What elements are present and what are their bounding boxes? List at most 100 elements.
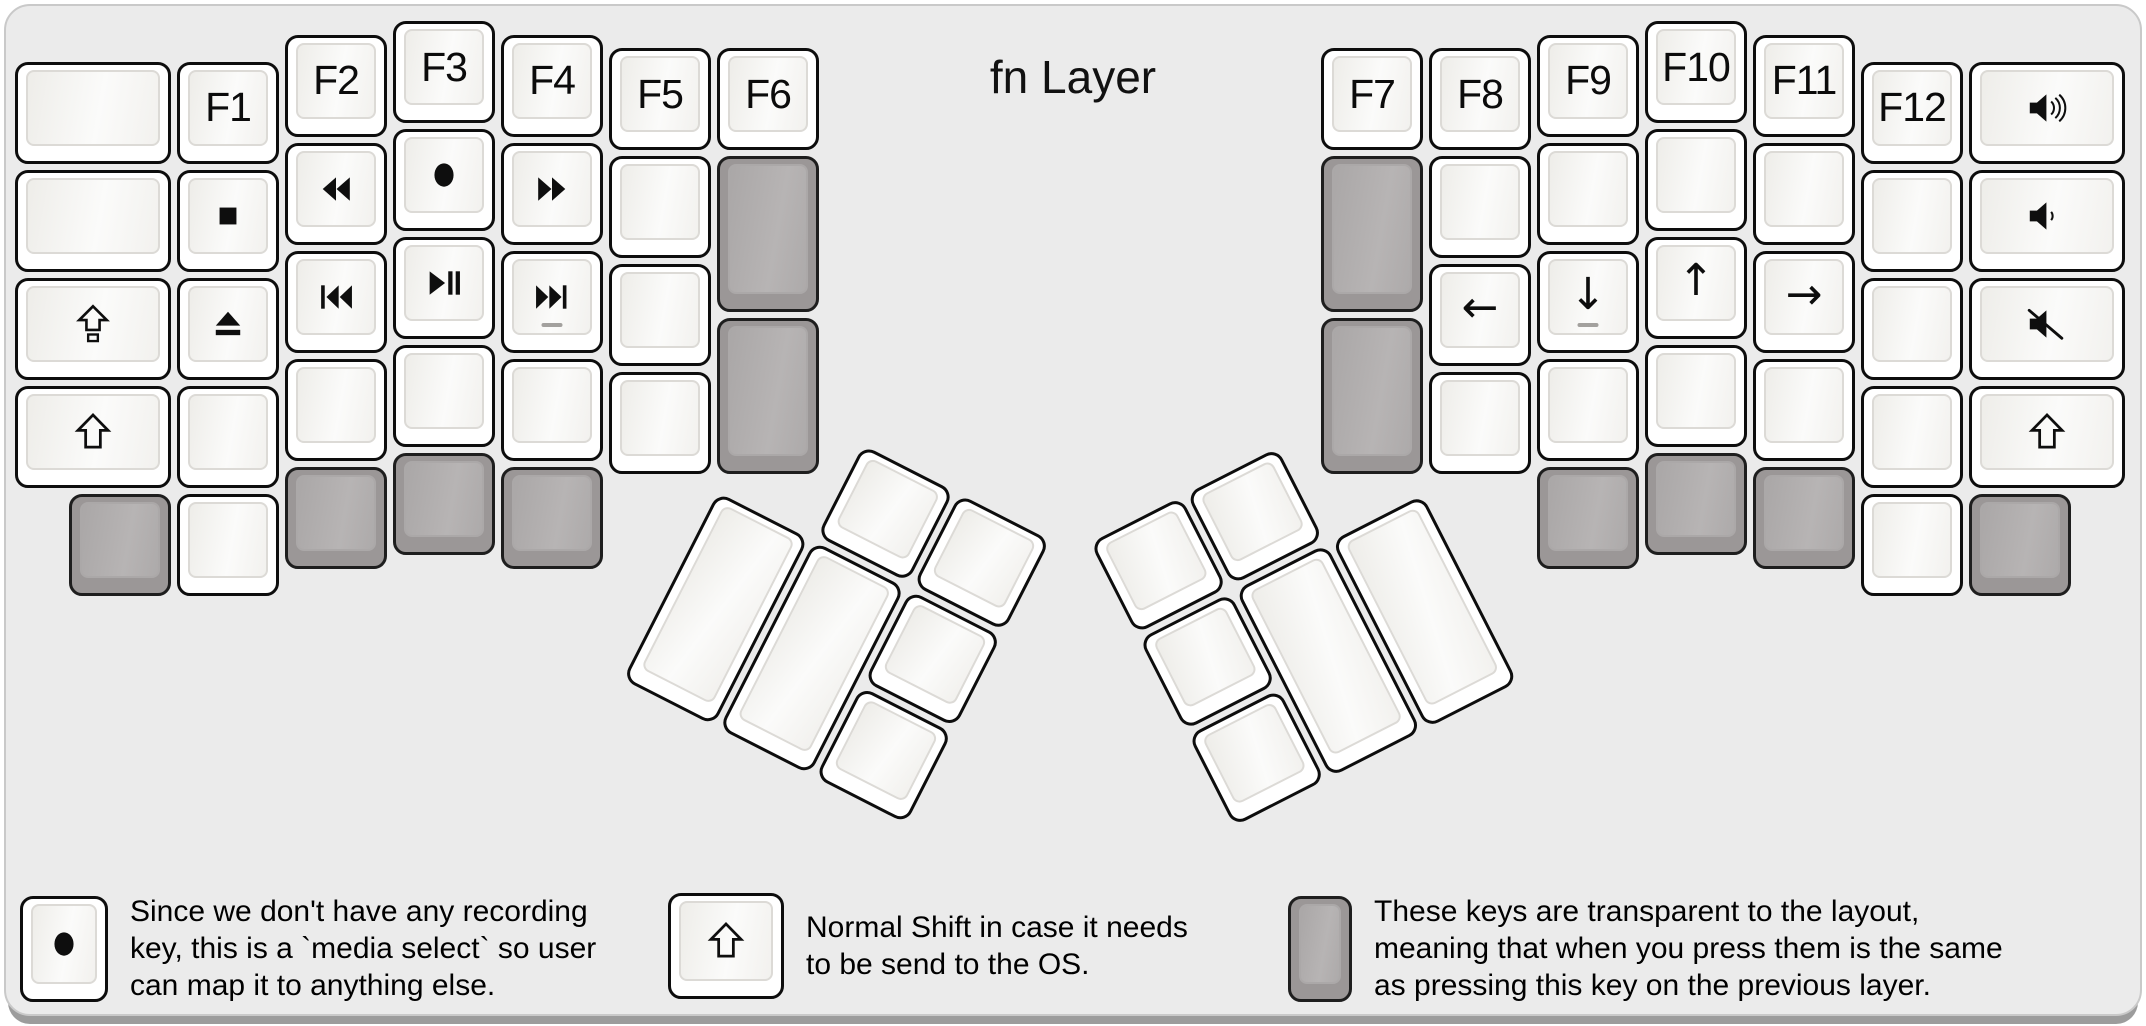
key-label: F3 bbox=[421, 43, 468, 90]
keycap bbox=[1332, 164, 1412, 294]
legend-key-transparent bbox=[1288, 895, 1352, 1002]
key-blank bbox=[1429, 372, 1531, 474]
keycap: F2 bbox=[296, 42, 376, 119]
key-transparent bbox=[1321, 318, 1423, 474]
key-f5: F5 bbox=[609, 48, 711, 150]
key-blank bbox=[1861, 277, 1963, 380]
arrow-down-icon: ↓ bbox=[1569, 268, 1607, 320]
key-label: F1 bbox=[205, 84, 252, 130]
key-blank bbox=[1861, 385, 1963, 488]
key-transparent bbox=[717, 156, 819, 312]
keycap bbox=[1764, 150, 1844, 227]
keycap: F8 bbox=[1440, 56, 1520, 132]
key-label: F11 bbox=[1771, 57, 1838, 103]
eject-icon bbox=[215, 311, 241, 335]
key-f10: F10 bbox=[1645, 21, 1747, 123]
key-blank bbox=[1861, 493, 1963, 596]
key-blank bbox=[15, 169, 171, 272]
key-transparent bbox=[1969, 493, 2071, 596]
keycap bbox=[1872, 501, 1952, 578]
stop-icon bbox=[219, 207, 237, 224]
key-label: F7 bbox=[1349, 70, 1396, 117]
key-stop bbox=[177, 169, 279, 272]
key-caps-lock bbox=[15, 277, 171, 380]
keycap: F6 bbox=[728, 56, 808, 132]
key-f11: F11 bbox=[1753, 34, 1855, 137]
key-label: F5 bbox=[637, 70, 684, 117]
rewind-icon bbox=[322, 176, 350, 201]
keycap bbox=[1440, 164, 1520, 240]
key-blank bbox=[1645, 345, 1747, 447]
volume-down-icon bbox=[2029, 201, 2054, 230]
keycap bbox=[620, 164, 700, 240]
volume-up-icon bbox=[2029, 93, 2067, 122]
keycap: F10 bbox=[1656, 29, 1736, 105]
keycap bbox=[679, 901, 773, 981]
key-blank bbox=[15, 61, 171, 164]
key-blank bbox=[609, 372, 711, 474]
keycap bbox=[296, 366, 376, 443]
keycap: → bbox=[1764, 258, 1844, 335]
key-transparent bbox=[69, 493, 171, 596]
legend-text-record: Since we don't have any recording key, t… bbox=[130, 895, 597, 1002]
keycap bbox=[1656, 353, 1736, 429]
key-blank bbox=[1753, 358, 1855, 461]
key-label: F4 bbox=[529, 57, 576, 103]
keycap bbox=[188, 501, 268, 578]
key-label: F9 bbox=[1565, 57, 1612, 103]
key-volume-mute bbox=[1969, 277, 2125, 380]
keycap: F11 bbox=[1764, 42, 1844, 119]
prev-track-icon bbox=[321, 284, 352, 309]
keycap bbox=[188, 285, 268, 362]
keycap bbox=[1299, 903, 1341, 984]
key-f4: F4 bbox=[501, 34, 603, 137]
keycap bbox=[26, 393, 160, 470]
keycap bbox=[26, 177, 160, 254]
keycap bbox=[1872, 285, 1952, 362]
key-transparent bbox=[501, 466, 603, 569]
keycap bbox=[296, 150, 376, 227]
legend-item-record: Since we don't have any recording key, t… bbox=[20, 893, 596, 1004]
legend-text-transparent: These keys are transparent to the layout… bbox=[1374, 895, 2003, 1002]
shift-icon bbox=[707, 921, 745, 958]
keyboard-left-half: F1 F2 F3 F4 F5 F6 bbox=[15, 21, 825, 615]
key-f1: F1 bbox=[177, 61, 279, 164]
key-blank bbox=[501, 358, 603, 461]
legend-key-shift bbox=[668, 893, 784, 999]
keycap bbox=[1656, 461, 1736, 537]
key-f3: F3 bbox=[393, 21, 495, 123]
keycap bbox=[404, 461, 484, 537]
key-blank bbox=[177, 385, 279, 488]
key-shift bbox=[1969, 385, 2125, 488]
keycap bbox=[1764, 474, 1844, 551]
keycap bbox=[512, 150, 592, 227]
keycap: F5 bbox=[620, 56, 700, 132]
keycap bbox=[833, 698, 939, 803]
key-blank bbox=[1861, 169, 1963, 272]
key-blank bbox=[1429, 156, 1531, 258]
key-next-track bbox=[501, 250, 603, 353]
keycap bbox=[1872, 393, 1952, 470]
key-rewind bbox=[285, 142, 387, 245]
key-transparent bbox=[1645, 453, 1747, 555]
keycap bbox=[620, 380, 700, 456]
key-play-pause bbox=[393, 237, 495, 339]
next-track-icon bbox=[536, 284, 567, 309]
keycap bbox=[1440, 380, 1520, 456]
key-arrow-right: → bbox=[1753, 250, 1855, 353]
key-blank bbox=[1753, 142, 1855, 245]
shift-icon bbox=[2028, 412, 2066, 448]
keycap bbox=[1980, 285, 2114, 362]
legend-text-shift: Normal Shift in case it needs to be send… bbox=[806, 911, 1188, 981]
arrow-up-icon: ↑ bbox=[1677, 255, 1715, 306]
keycap bbox=[1980, 177, 2114, 254]
arrow-right-icon: → bbox=[1785, 268, 1823, 320]
keycap: F12 bbox=[1872, 69, 1952, 146]
keycap: ↑ bbox=[1656, 245, 1736, 321]
key-fast-forward bbox=[501, 142, 603, 245]
key-prev-track bbox=[285, 250, 387, 353]
record-icon bbox=[434, 163, 454, 187]
keycap: F7 bbox=[1332, 56, 1412, 132]
keycap bbox=[1764, 366, 1844, 443]
